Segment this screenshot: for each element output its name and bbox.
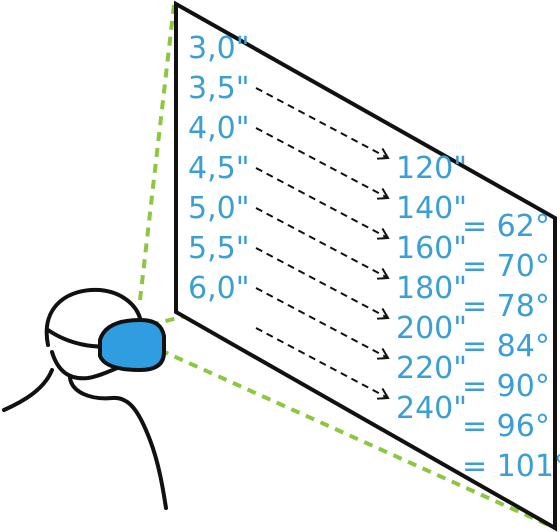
fov-label: = 96° [462, 409, 550, 444]
fov-label: = 70° [462, 249, 550, 284]
phone-size-label: 3,5" [188, 71, 250, 106]
fov-label: = 90° [462, 369, 550, 404]
vr-headset-icon [98, 318, 166, 372]
phone-size-label: 4,0" [188, 111, 250, 146]
phone-size-column: 3,0" 3,5" 4,0" 4,5" 5,0" 5,5" 6,0" [188, 31, 250, 306]
mapping-arrow-head [376, 268, 390, 280]
mapping-arrow-line [255, 87, 389, 159]
screen-size-label: 220" [396, 351, 467, 386]
mapping-arrow-line [255, 327, 389, 399]
fov-label: = 78° [462, 289, 550, 324]
sight-line-top [138, 4, 176, 301]
mapping-arrow-head [376, 388, 390, 400]
field-of-view-column: = 62° = 70° = 78° = 84° = 90° = 96° = 10… [462, 209, 560, 484]
mapping-arrow-head [376, 228, 390, 240]
phone-size-label: 5,5" [188, 231, 250, 266]
mapping-arrow-head [376, 308, 390, 320]
phone-size-label: 3,0" [188, 31, 250, 66]
mapping-arrows [255, 87, 390, 400]
screen-size-label: 240" [396, 391, 467, 426]
screen-size-label: 200" [396, 311, 467, 346]
mapping-arrow-line [255, 247, 389, 319]
phone-size-label: 4,5" [188, 151, 250, 186]
phone-size-label: 5,0" [188, 191, 250, 226]
mapping-arrow-line [255, 287, 389, 359]
head-outline [44, 287, 142, 347]
screen-size-label: 180" [396, 271, 467, 306]
screen-size-label: 140" [396, 191, 467, 226]
face-lower [50, 350, 124, 381]
fov-label: = 62° [462, 209, 550, 244]
mapping-arrow-head [376, 188, 390, 200]
mapping-arrow-line [255, 207, 389, 279]
screen-size-label: 120" [396, 151, 467, 186]
mapping-arrow-line [255, 127, 389, 199]
phone-size-label: 6,0" [188, 271, 250, 306]
mapping-arrow-line [255, 167, 389, 239]
screen-size-label: 160" [396, 231, 467, 266]
fov-label: = 84° [462, 329, 550, 364]
neck [68, 376, 168, 510]
screen-size-column: 120" 140" 160" 180" 200" 220" 240" [396, 151, 467, 426]
sight-line-bottom [159, 348, 556, 530]
mapping-arrow-head [376, 148, 390, 160]
fov-label: = 101° [462, 449, 560, 484]
shoulder [2, 368, 54, 412]
mapping-arrow-head [376, 348, 390, 360]
